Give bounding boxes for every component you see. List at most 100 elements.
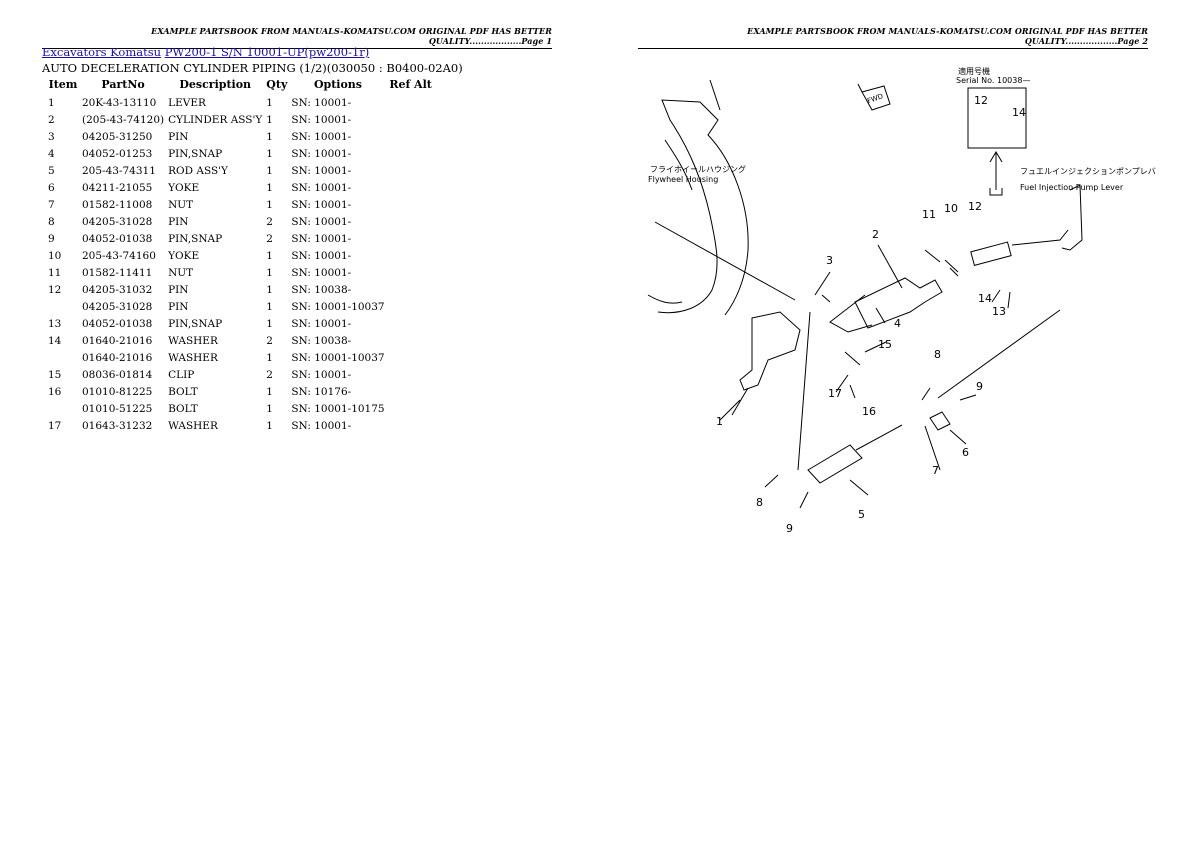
cell-partno: 205-43-74311 [82,164,156,177]
cell-item: 17 [48,419,62,432]
cell-qty: 1 [266,385,273,398]
cell-partno: 04052-01253 [82,147,153,160]
cell-partno: 04205-31028 [82,215,153,228]
cell-description: BOLT [168,385,198,398]
cell-refalt [387,128,435,145]
callout-17: 17 [828,387,842,400]
flywheel-jp-label: フライホイールハウジング [650,164,746,174]
cell-options: SN: 10001- [291,266,352,279]
cell-refalt [387,400,435,417]
cell-partno: 01640-21016 [82,334,153,347]
cell-item: 7 [48,198,55,211]
cell-description: YOKE [168,249,200,262]
callout-4: 4 [894,317,901,330]
cell-qty: 1 [266,147,273,160]
cell-options: SN: 10176- [291,385,352,398]
callout-9: 9 [786,522,793,535]
breadcrumb-link-model[interactable]: PW200-1 S/N 10001-UP(pw200-1r) [164,45,370,59]
cell-refalt [387,196,435,213]
cell-options: SN: 10001- [291,419,352,432]
cell-description: NUT [168,198,194,211]
cell-options: SN: 10001- [291,368,352,381]
cell-description: PIN,SNAP [168,232,223,245]
cell-refalt [387,349,435,366]
cell-description: BOLT [168,402,198,415]
callout-14-inset: 14 [1012,106,1026,119]
cell-partno: 01010-51225 [82,402,153,415]
cell-item: 10 [48,249,62,262]
cell-description: YOKE [168,181,200,194]
cell-qty: 1 [266,130,273,143]
cell-item [42,298,80,315]
cell-description: WASHER [168,334,218,347]
cell-qty: 1 [266,181,273,194]
pump-label: Fuel Injection Pump Lever [1020,183,1124,192]
cell-partno: 01582-11008 [82,198,153,211]
lever-part-1 [739,311,801,391]
cell-partno: (205-43-74120) [82,113,165,126]
cell-description: WASHER [168,419,218,432]
cell-description: NUT [168,266,194,279]
callout-10: 10 [944,202,958,215]
callout-group: 1 2 3 4 5 6 7 8 9 10 11 12 14 12 13 14 1… [716,94,1026,535]
cell-options: SN: 10001-10175 [291,402,385,415]
cell-refalt [387,366,435,383]
fwd-label: FWD [866,92,884,105]
cell-item [42,349,80,366]
cell-qty: 1 [266,266,273,279]
cell-refalt [387,383,435,400]
cell-item: 1 [48,96,55,109]
cell-item: 6 [48,181,55,194]
cell-refalt [387,281,435,298]
cell-qty: 1 [266,300,273,313]
breadcrumb-link-category[interactable]: Excavators Komatsu [42,45,162,59]
callout-16: 16 [862,405,876,418]
cell-options: SN: 10001- [291,317,352,330]
callout-6: 6 [962,446,969,459]
cell-partno: 01640-21016 [82,351,153,364]
cell-description: PIN [168,283,189,296]
col-description: Description [179,77,252,91]
cell-item: 16 [48,385,62,398]
cell-options: SN: 10001- [291,113,352,126]
cell-qty: 1 [266,113,273,126]
cell-options: SN: 10038- [291,334,352,347]
cell-refalt [387,162,435,179]
cell-description: PIN [168,300,189,313]
cell-options: SN: 10001- [291,249,352,262]
cell-qty: 1 [266,249,273,262]
cell-item [42,400,80,417]
cell-item: 2 [48,113,55,126]
serial-jp-label: 適用号機 [958,66,990,76]
cell-qty: 2 [266,368,273,381]
cell-options: SN: 10001- [291,181,352,194]
cell-partno: 01643-31232 [82,419,153,432]
cell-description: PIN,SNAP [168,317,223,330]
pump-jp-label: フュエルインジェクションポンプレバ [1020,167,1156,176]
cell-qty: 2 [266,334,273,347]
cell-description: PIN [168,130,189,143]
rod-part-5 [807,424,903,484]
cell-item: 14 [48,334,62,347]
callout-7: 7 [932,464,939,477]
table-row: 14 01640-21016 WASHER 2 SN: 10038- [42,332,435,349]
cell-partno: 08036-01814 [82,368,153,381]
cell-refalt [387,315,435,332]
cell-options: SN: 10001- [291,215,352,228]
cell-item: 11 [48,266,62,279]
cell-refalt [387,298,435,315]
cell-options: SN: 10038- [291,283,352,296]
cell-qty: 1 [266,164,273,177]
col-qty: Qty [266,77,288,91]
breadcrumb: Excavators Komatsu PW200-1 S/N 10001-UP(… [42,45,369,59]
